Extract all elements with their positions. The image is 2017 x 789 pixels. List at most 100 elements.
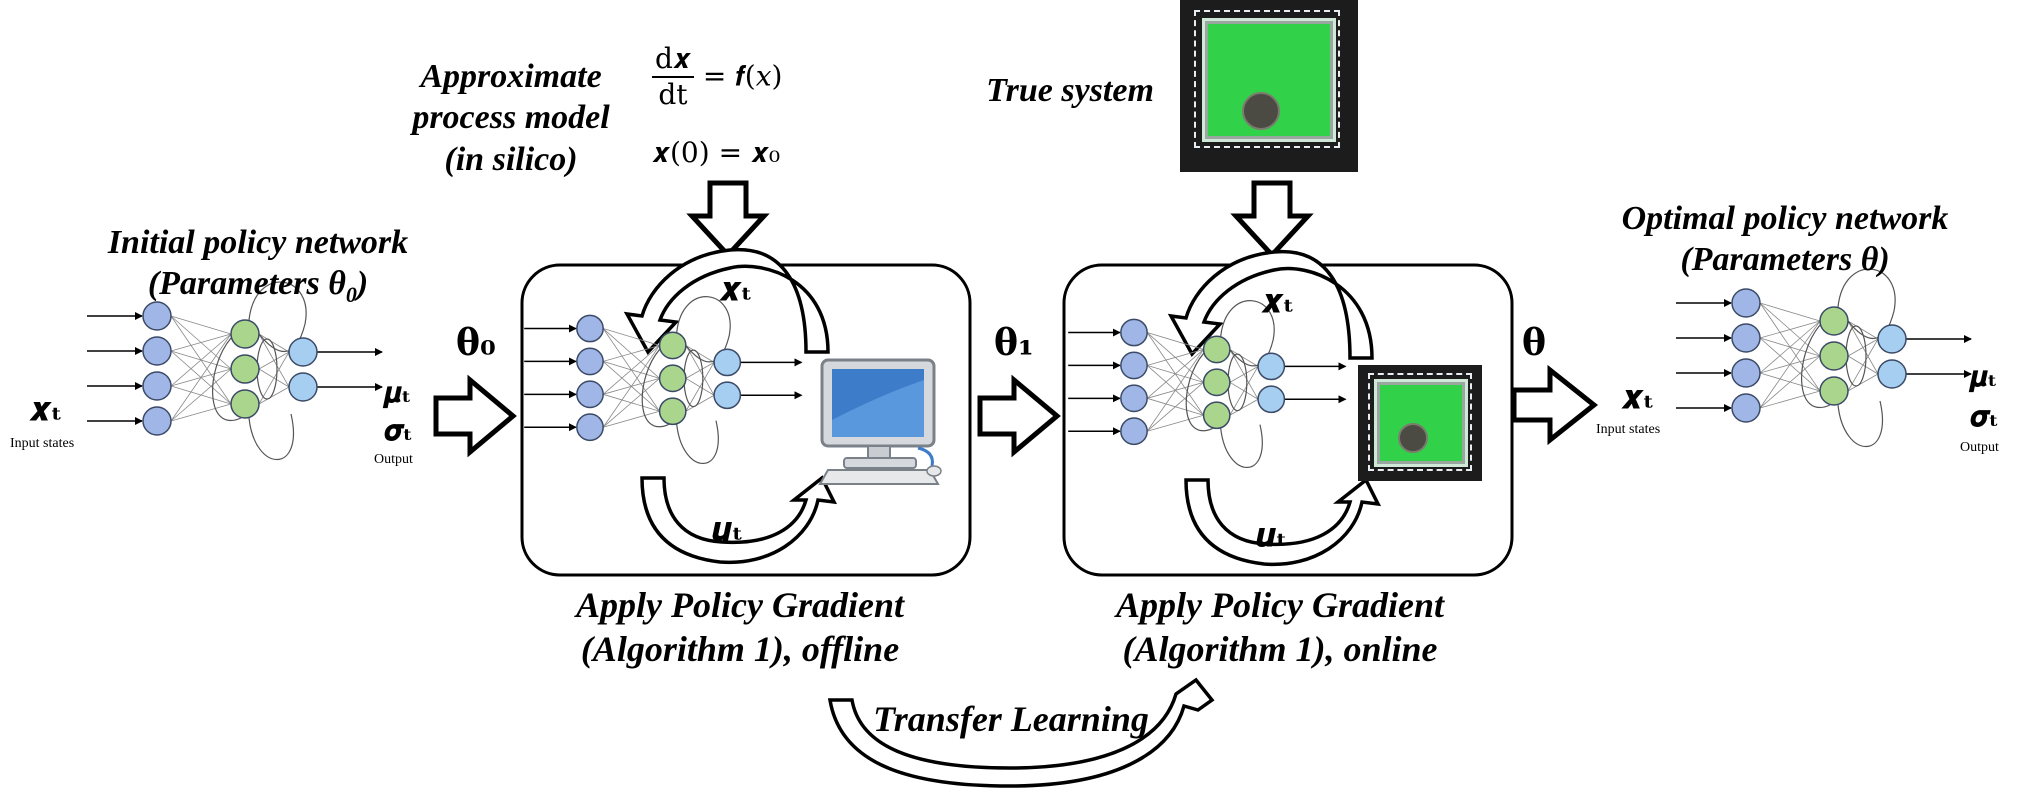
hidden-node	[658, 331, 687, 360]
weight-edge	[603, 345, 660, 362]
weight-edge	[1759, 320, 1821, 374]
recurrent-loop	[211, 337, 242, 421]
weight-edge	[685, 394, 715, 412]
input-node	[1731, 358, 1761, 388]
input-node	[576, 347, 604, 376]
weight-edge	[170, 333, 232, 387]
input-node	[576, 413, 604, 442]
computer-icon	[818, 358, 942, 485]
weight-edge	[1229, 366, 1259, 383]
optimal-mu-symbol: 𝝁ₜ	[1970, 360, 1998, 393]
output-node	[1257, 385, 1286, 414]
input-node	[1120, 417, 1148, 446]
transfer-learning-label: Transfer Learning	[873, 699, 1149, 739]
recurrent-loop	[676, 296, 731, 363]
weight-edge	[170, 333, 232, 352]
recurrent-loop	[641, 349, 669, 428]
weight-edge	[1229, 349, 1259, 367]
recurrent-loop	[1185, 353, 1213, 432]
weight-edge	[1759, 320, 1821, 409]
offline-state-loop-arrow	[623, 247, 830, 355]
weight-edge	[602, 345, 660, 395]
initial-sigma-symbol: 𝝈ₜ	[384, 414, 413, 447]
recurrent-loop	[1220, 300, 1275, 367]
weight-edge	[1146, 382, 1204, 432]
hidden-node	[1819, 306, 1849, 336]
policy-networks	[87, 268, 1972, 468]
weight-edge	[170, 315, 232, 335]
weight-edge	[603, 410, 660, 428]
hidden-node	[658, 364, 687, 393]
weight-edge	[258, 351, 290, 370]
online-state-symbol: 𝒙ₜ	[1262, 282, 1295, 320]
theta0-symbol: θ₀	[456, 322, 496, 364]
model-to-offline-arrow	[686, 180, 770, 259]
offline-action-loop-arrow	[640, 475, 838, 565]
theta0-arrow	[433, 374, 517, 458]
weight-edge	[1229, 366, 1259, 416]
initial-input-caption: Input states	[10, 436, 75, 451]
weight-edge	[258, 351, 290, 405]
weight-edge	[1147, 349, 1204, 366]
weight-edge	[1146, 349, 1204, 432]
theta1-symbol: θ₁	[994, 322, 1034, 364]
hidden-node	[230, 354, 260, 384]
output-node	[713, 348, 742, 377]
hidden-node	[1819, 376, 1849, 406]
initial-condition: 𝒙(0) = 𝒙₀	[652, 136, 781, 169]
weight-edge	[602, 345, 660, 428]
weight-edge	[170, 368, 232, 422]
recurrent-loop	[248, 281, 307, 353]
system-to-online-arrow	[1230, 180, 1314, 259]
weight-edge	[1147, 332, 1204, 350]
online-action-loop-arrow	[1184, 477, 1382, 567]
input-node	[142, 336, 172, 366]
optimal-input-caption: Input states	[1596, 422, 1661, 437]
hidden-node	[1819, 341, 1849, 371]
weight-edge	[1759, 302, 1821, 322]
input-node	[1731, 288, 1761, 318]
approx-model-label: Approximate process model (in silico)	[412, 58, 610, 178]
ode-rhs: = 𝒇(𝑥)	[702, 59, 783, 93]
weight-edge	[685, 345, 715, 363]
true-system-label: True system	[986, 72, 1154, 109]
weight-edge	[1146, 349, 1204, 399]
recurrent-loop	[248, 413, 294, 460]
theta-arrow	[1511, 364, 1599, 446]
offline-caption: Apply Policy Gradient (Algorithm 1), off…	[576, 585, 904, 669]
dt-denominator: dt	[658, 78, 688, 111]
theta1-arrow	[977, 374, 1061, 458]
recurrent-loop	[1837, 400, 1883, 447]
offline-action-symbol: 𝒖ₜ	[712, 510, 744, 548]
true-system-photo	[1180, 0, 1358, 172]
optimal-policy-network	[1676, 268, 1972, 447]
optimal-input-symbol: 𝒙ₜ	[1622, 378, 1655, 416]
input-node	[576, 380, 604, 409]
weight-edge	[1847, 320, 1879, 340]
weight-edge	[603, 328, 660, 346]
recurrent-loop	[676, 420, 719, 464]
recurrent-loop	[1837, 268, 1896, 340]
input-node	[142, 406, 172, 436]
weight-edge	[170, 403, 232, 422]
output-node	[288, 372, 318, 402]
weight-edge	[1847, 338, 1879, 357]
hidden-node	[230, 389, 260, 419]
weight-edge	[1229, 398, 1259, 416]
output-node	[1877, 359, 1907, 389]
input-node	[1120, 384, 1148, 413]
initial-mu-symbol: 𝝁ₜ	[384, 376, 412, 409]
online-policy-network	[1068, 300, 1347, 468]
weight-edge	[1847, 373, 1879, 392]
output-node	[288, 337, 318, 367]
weight-edge	[1147, 414, 1204, 432]
weight-edge	[170, 333, 232, 422]
output-node	[1257, 352, 1286, 381]
weight-edge	[1759, 320, 1821, 339]
optimal-output-caption: Output	[1960, 440, 1999, 455]
weight-edge	[685, 362, 715, 412]
true-system-photo-small	[1358, 365, 1482, 481]
weight-edge	[1759, 390, 1821, 409]
